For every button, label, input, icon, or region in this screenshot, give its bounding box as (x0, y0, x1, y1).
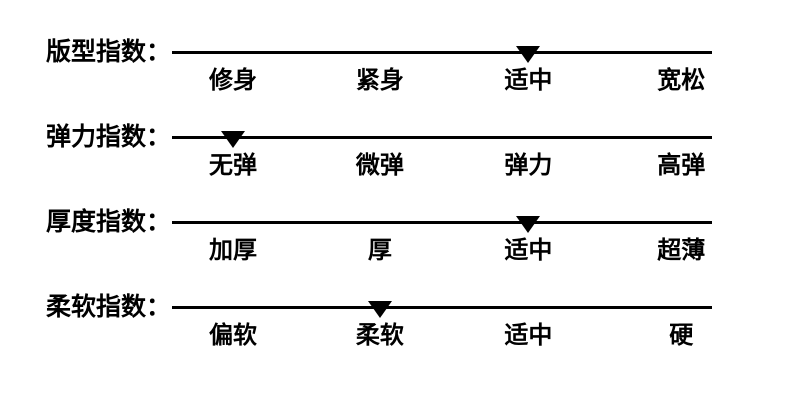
scale-line (172, 136, 712, 139)
scale-track: 加厚 厚 适中 超薄 (172, 208, 712, 293)
scale-option-label: 超薄 (657, 237, 706, 264)
row-label: 厚度指数： (46, 208, 172, 236)
scale-option-label: 无弹 (209, 152, 258, 179)
row-elasticity-index: 弹力指数： 无弹 微弹 弹力 高弹 (0, 123, 790, 208)
row-softness-index: 柔软指数： 偏软 柔软 适中 硬 (0, 293, 790, 378)
scale-option-label: 偏软 (209, 322, 258, 349)
scale-option-label: 适中 (504, 237, 553, 264)
scale-option-label: 适中 (504, 67, 553, 94)
selection-marker-triangle-down-icon (516, 216, 541, 233)
scale-option-label: 适中 (504, 322, 553, 349)
row-fit-index: 版型指数： 修身 紧身 适中 宽松 (0, 38, 790, 123)
selection-marker-triangle-down-icon (221, 131, 246, 148)
scale-option-label: 宽松 (657, 67, 706, 94)
row-label: 弹力指数： (46, 123, 172, 151)
scale-option-label: 弹力 (504, 152, 553, 179)
selection-marker-triangle-down-icon (367, 301, 392, 318)
scale-option-label: 硬 (669, 322, 694, 349)
scale-option-label: 修身 (209, 67, 258, 94)
scale-track: 修身 紧身 适中 宽松 (172, 38, 712, 123)
selection-marker-triangle-down-icon (516, 46, 541, 63)
scale-line (172, 51, 712, 54)
scale-option-label: 柔软 (355, 322, 404, 349)
scale-track: 偏软 柔软 适中 硬 (172, 293, 712, 378)
scale-option-label: 厚 (367, 237, 392, 264)
scale-line (172, 221, 712, 224)
scale-option-label: 加厚 (209, 237, 258, 264)
scale-line (172, 306, 712, 309)
row-thickness-index: 厚度指数： 加厚 厚 适中 超薄 (0, 208, 790, 293)
scale-track: 无弹 微弹 弹力 高弹 (172, 123, 712, 208)
row-label: 版型指数： (46, 38, 172, 66)
scale-option-label: 紧身 (355, 67, 404, 94)
scale-option-label: 高弹 (657, 152, 706, 179)
scale-option-label: 微弹 (355, 152, 404, 179)
row-label: 柔软指数： (46, 293, 172, 321)
